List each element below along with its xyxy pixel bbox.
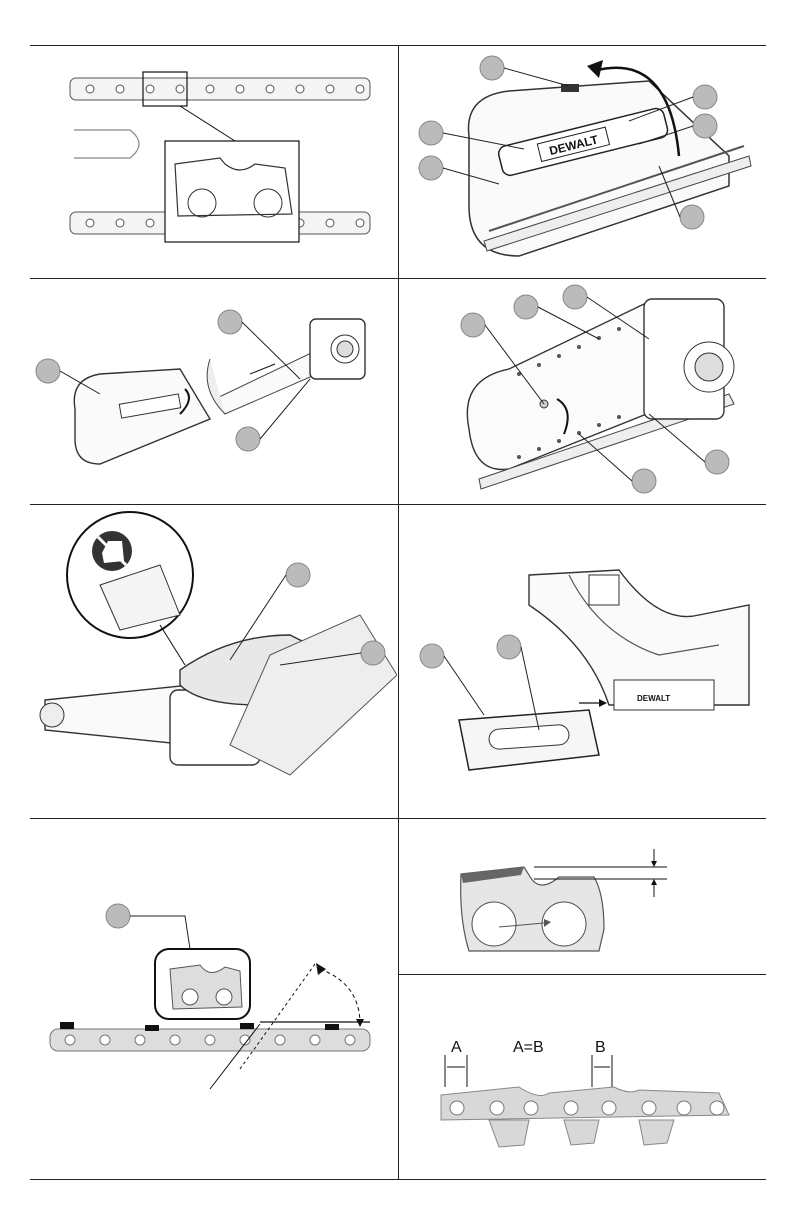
- figure-battery-insert: DEWALT: [399, 505, 766, 817]
- callout-4: [705, 450, 729, 474]
- label-b: B: [595, 1039, 606, 1056]
- file-angle-line: [240, 964, 315, 1069]
- figure-glove-handling: [30, 505, 397, 817]
- guide-bar: [74, 130, 139, 158]
- label-a: A: [451, 1039, 462, 1056]
- figure-depth-gauge: [399, 819, 766, 973]
- callout-3: [236, 427, 260, 451]
- callout-4: [419, 121, 443, 145]
- chain-row: [50, 1029, 370, 1051]
- figure-attach-scabbard: [30, 279, 397, 503]
- callout-6: [680, 205, 704, 229]
- callout-1: [461, 313, 485, 337]
- label-a-equals-b: A=B: [513, 1039, 544, 1056]
- callout-1: [480, 56, 504, 80]
- callout-5: [632, 469, 656, 493]
- callout-3: [693, 114, 717, 138]
- callout-2: [514, 295, 538, 319]
- callout-2: [693, 85, 717, 109]
- figure-chain-inspection: [30, 46, 397, 277]
- figure-chain-spacing: A A=B B: [399, 975, 766, 1178]
- angle-arc: [320, 969, 360, 1024]
- callout-3: [563, 285, 587, 309]
- callout-2: [497, 635, 521, 659]
- callout-1: [420, 644, 444, 668]
- chain-top: [70, 78, 370, 100]
- callout-2: [361, 641, 385, 665]
- figure-scabbard-wrench: DEWALT: [399, 46, 766, 277]
- chain-links: [441, 1087, 729, 1147]
- scabbard: [74, 369, 210, 464]
- callout-1: [106, 904, 130, 928]
- callout-1: [286, 563, 310, 587]
- guide-bar: [467, 304, 659, 470]
- callout-1: [36, 359, 60, 383]
- battery-logo-text: DEWALT: [637, 694, 670, 703]
- figure-bar-closeup: [399, 279, 766, 503]
- chainsaw-bar: [45, 685, 190, 745]
- rule-bottom: [30, 1179, 766, 1180]
- callout-5: [419, 156, 443, 180]
- figure-sharpening-angle: [30, 819, 397, 1178]
- callout-2: [218, 310, 242, 334]
